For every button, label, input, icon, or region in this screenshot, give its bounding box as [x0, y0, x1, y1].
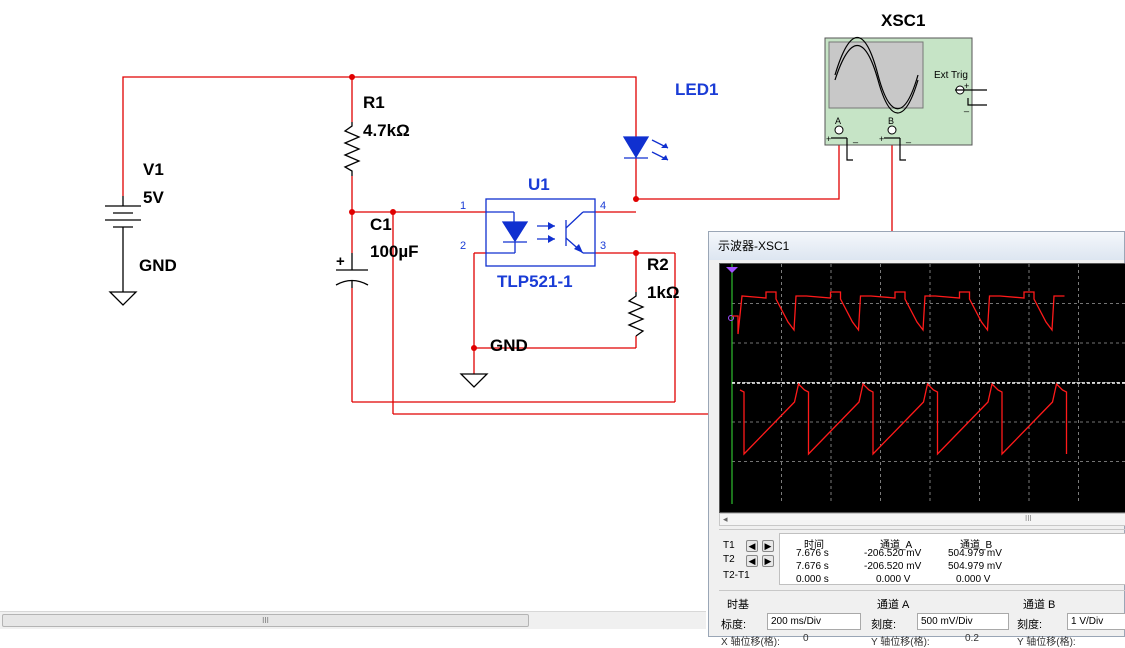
oscilloscope-screen	[719, 263, 1125, 513]
header-channel-a: 通道_A	[880, 540, 913, 551]
led-led1[interactable]	[622, 136, 669, 161]
window-title[interactable]: 示波器-XSC1	[709, 232, 1124, 260]
junction-dots	[349, 74, 639, 351]
r1-value: 4.7kΩ	[363, 121, 410, 140]
cursor-marker-icon	[726, 267, 738, 273]
v1-gnd-label: GND	[139, 256, 177, 275]
t1-ch-a: -206.520 mV	[864, 548, 922, 559]
u1-pin-4: 4	[600, 200, 606, 212]
c1-ref: C1	[370, 215, 392, 234]
timebase-x-offset-label: X 轴位移(格):	[721, 637, 780, 648]
cursor-table: 时间 通道_A 通道_B 7.676 s -206.520 mV 504.979…	[779, 533, 1125, 585]
channel-a-marker-icon	[728, 315, 734, 321]
t2-time: 7.676 s	[796, 561, 829, 572]
channel-b-title: 通道 B	[1023, 599, 1056, 611]
scope-horizontal-scrollbar[interactable]: ◂ III	[719, 513, 1125, 526]
u1-ref: U1	[528, 175, 550, 194]
t2-left-arrow-button[interactable]: ◀	[746, 555, 758, 567]
t1-time: 7.676 s	[796, 548, 829, 559]
xsc1-ref: XSC1	[881, 11, 925, 30]
t2-ch-b: 504.979 mV	[948, 561, 1002, 572]
xsc1-ch-b-minus: _	[905, 133, 912, 143]
xsc1-ch-a-label: A	[835, 116, 841, 126]
u1-part: TLP521-1	[497, 272, 573, 291]
oscilloscope-xsc1[interactable]	[824, 37, 987, 161]
cursor-readout-panel: T1 T2 T2-T1 ◀ ▶ ◀ ▶ 时间 通道_A 通道_B 7.676 s…	[719, 529, 1125, 588]
ground-symbol-2	[459, 373, 489, 388]
capacitor-c1[interactable]	[335, 253, 369, 288]
channel-a-y-offset-label: Y 轴位移(格):	[871, 637, 930, 648]
u1-pin-2: 2	[460, 240, 466, 252]
row-label-t2-t1: T2-T1	[723, 570, 750, 581]
channel-a-y-offset-value[interactable]: 0.2	[965, 633, 979, 644]
delta-ch-a: 0.000 V	[876, 574, 911, 585]
c1-value: 100µF	[370, 242, 419, 261]
scroll-left-icon[interactable]: ◂	[723, 514, 728, 524]
v1-ref: V1	[143, 160, 164, 179]
main-horizontal-scrollbar[interactable]: III	[0, 611, 706, 629]
scope-scroll-grip[interactable]: III	[1025, 514, 1032, 523]
battery-v1[interactable]	[105, 196, 141, 292]
led1-ref: LED1	[675, 80, 718, 99]
timebase-group: 时基 标度: 200 ms/Div X 轴位移(格): 0	[719, 593, 861, 648]
resistor-r1[interactable]	[343, 122, 361, 176]
xsc1-ch-b-label: B	[888, 116, 894, 126]
scrollbar-thumb[interactable]: III	[2, 614, 529, 627]
xsc1-ext-plus: +	[964, 81, 969, 91]
u1-pin-3: 3	[600, 240, 606, 252]
xsc1-ch-b-plus: +	[879, 134, 884, 144]
channel-b-scale-label: 刻度:	[1017, 619, 1043, 631]
r2-value: 1kΩ	[647, 283, 680, 302]
timebase-x-offset-value[interactable]: 0	[803, 633, 809, 644]
xsc1-ch-a-plus: +	[826, 134, 831, 144]
xsc1-ch-a-minus: _	[852, 133, 859, 143]
timebase-title: 时基	[727, 599, 749, 611]
row-label-t2: T2	[723, 554, 735, 565]
delta-time: 0.000 s	[796, 574, 829, 585]
channel-b-group: 通道 B 刻度: 1 V/Div Y 轴位移(格):	[1017, 593, 1125, 648]
t2-right-arrow-button[interactable]: ▶	[762, 555, 774, 567]
channel-a-trace	[732, 291, 1065, 335]
channel-a-scale-label: 刻度:	[871, 619, 897, 631]
u1-pin-1: 1	[460, 200, 466, 212]
gnd2-label: GND	[490, 336, 528, 355]
channel-a-scale-field[interactable]: 500 mV/Div	[917, 613, 1009, 630]
channel-b-trace	[739, 382, 1068, 456]
resistor-r2[interactable]	[627, 292, 645, 337]
delta-ch-b: 0.000 V	[956, 574, 991, 585]
c1-plus: +	[336, 253, 345, 270]
channel-b-scale-field[interactable]: 1 V/Div	[1067, 613, 1125, 630]
timebase-scale-field[interactable]: 200 ms/Div	[767, 613, 861, 630]
r2-ref: R2	[647, 255, 669, 274]
oscilloscope-window[interactable]: 示波器-XSC1 ◂ III T1 T2 T2-T1 ◀ ▶ ◀ ▶ 时间 通道…	[708, 231, 1125, 648]
t2-ch-a: -206.520 mV	[864, 561, 922, 572]
channel-a-group: 通道 A 刻度: 500 mV/Div Y 轴位移(格): 0.2	[867, 593, 1012, 648]
optocoupler-u1[interactable]	[485, 198, 596, 267]
row-label-t1: T1	[723, 540, 735, 551]
header-channel-b: 通道_B	[960, 540, 993, 551]
t1-right-arrow-button[interactable]: ▶	[762, 540, 774, 552]
channel-b-y-offset-label: Y 轴位移(格):	[1017, 637, 1076, 648]
v1-value: 5V	[143, 188, 164, 207]
xsc1-ext-minus: _	[963, 102, 970, 112]
t1-left-arrow-button[interactable]: ◀	[746, 540, 758, 552]
header-time: 时间	[804, 540, 824, 551]
r1-ref: R1	[363, 93, 385, 112]
channel-a-title: 通道 A	[877, 599, 910, 611]
ground-symbol	[108, 291, 138, 306]
timebase-scale-label: 标度:	[721, 619, 747, 631]
settings-panel: 时基 标度: 200 ms/Div X 轴位移(格): 0 通道 A 刻度: 5…	[719, 590, 1125, 648]
xsc1-ext-trig-label: Ext Trig	[934, 70, 968, 81]
scope-grid	[732, 264, 1125, 504]
t1-ch-b: 504.979 mV	[948, 548, 1002, 559]
